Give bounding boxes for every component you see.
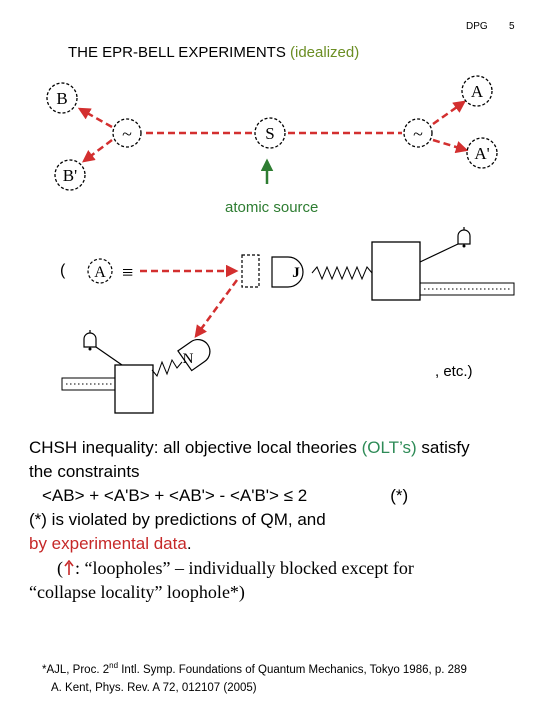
equiv-symbol: ≡ <box>122 262 133 284</box>
B-prime-node: B' <box>54 159 86 191</box>
svg-text:S: S <box>265 124 274 143</box>
arrow-to-B <box>77 107 113 129</box>
page-number: 5 <box>509 21 515 32</box>
svg-text:~: ~ <box>413 124 423 144</box>
beam-to-N <box>194 279 239 339</box>
meter-box-right <box>371 241 421 301</box>
wire-left <box>151 358 183 377</box>
tilde-left-node: ~ <box>112 118 142 148</box>
meter-box-left <box>114 364 154 414</box>
bell-right-icon <box>457 227 471 248</box>
svg-text:A': A' <box>474 144 489 163</box>
B-node: B <box>46 82 78 114</box>
pointer-right <box>419 243 459 263</box>
arrow-to-A-prime <box>432 138 469 154</box>
arrow-to-A <box>432 100 467 126</box>
footnote-ref-1: *AJL, Proc. 2nd Intl. Symp. Foundations … <box>42 661 467 676</box>
chsh-text: CHSH inequality: all objective local the… <box>29 436 470 604</box>
header-label: DPG <box>466 21 488 32</box>
chsh-line-4: (*) is violated by predictions of QM, an… <box>29 510 326 529</box>
svg-text:J: J <box>292 265 300 281</box>
open-paren: ( <box>60 262 66 279</box>
tilde-right-node: ~ <box>403 118 433 148</box>
apparatus-layout: A ≡ J N <box>61 227 515 414</box>
svg-text:A: A <box>471 82 484 101</box>
epr-diagram: B A ~ S ~ B' A' A ≡ <box>46 75 515 414</box>
arrow-to-B-prime <box>82 139 113 163</box>
svg-text:B': B' <box>63 166 77 185</box>
svg-text:A: A <box>94 264 106 281</box>
pointer-left <box>95 346 123 366</box>
title-main: THE EPR-BELL EXPERIMENTS <box>68 44 286 61</box>
epr-top-layout: B A ~ S ~ B' A' <box>46 75 498 191</box>
svg-text:~: ~ <box>122 124 132 144</box>
svg-text:B: B <box>56 89 67 108</box>
N-detector <box>177 338 211 372</box>
table-right <box>419 282 515 296</box>
table-left <box>61 377 116 391</box>
wire-right <box>311 265 373 281</box>
chsh-inequality: <AB> + <A'B> + <AB'> - <A'B'> ≤ 2(*) <box>42 486 409 505</box>
splitter-box <box>241 254 260 288</box>
title-paren: (idealized) <box>290 44 360 61</box>
chsh-line-1: CHSH inequality: all objective local the… <box>29 438 470 457</box>
chsh-line-5: by experimental data. <box>29 534 192 553</box>
etc-label: , etc.) <box>435 363 473 380</box>
svg-text:N: N <box>183 351 194 367</box>
up-arrow-icon <box>64 559 74 575</box>
J-detector <box>271 256 304 288</box>
chsh-line-7: “collapse locality” loophole*) <box>29 582 245 602</box>
chsh-line-6: (: “loopholes” – individually blocked ex… <box>57 558 414 578</box>
atomic-source-label: atomic source <box>225 199 319 216</box>
footnote: *AJL, Proc. 2nd Intl. Symp. Foundations … <box>42 657 467 697</box>
A-prime-node: A' <box>466 137 498 169</box>
footnote-ref-2: A. Kent, Phys. Rev. A 72, 012107 (2005) <box>51 681 257 694</box>
A-node: A <box>461 75 493 107</box>
A-small-node: A <box>87 258 113 284</box>
chsh-line-2: the constraints <box>29 462 140 481</box>
source-node: S <box>254 117 286 149</box>
slide-title: THE EPR-BELL EXPERIMENTS (idealized) <box>68 44 359 61</box>
bell-left-icon <box>83 330 97 351</box>
